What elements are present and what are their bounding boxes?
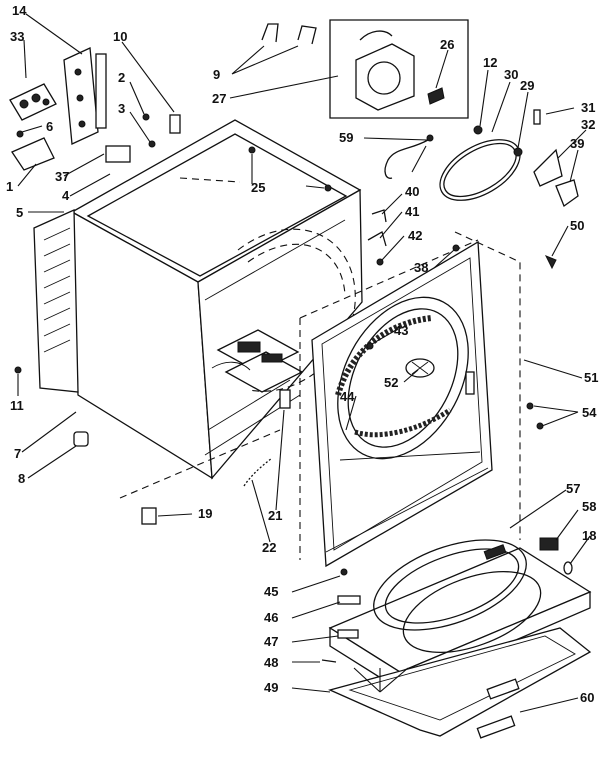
callout-27: 27: [212, 91, 226, 106]
callout-19: 19: [198, 506, 212, 521]
callout-47: 47: [264, 634, 278, 649]
callout-57: 57: [566, 481, 580, 496]
callout-labels: 14 33 10 9 27 26 12 30 29 31 32 39 2 3 6…: [6, 3, 598, 705]
callout-33: 33: [10, 29, 24, 44]
leader-lines: [17, 13, 591, 713]
callout-43: 43: [394, 323, 408, 338]
cabinet-body: [70, 119, 363, 480]
hardware-parts: [9, 47, 573, 663]
callout-26: 26: [440, 37, 454, 52]
callout-11: 11: [10, 398, 24, 413]
callout-1: 1: [6, 179, 13, 194]
callout-49: 49: [264, 680, 278, 695]
callout-38: 38: [414, 260, 428, 275]
callout-40: 40: [405, 184, 419, 199]
callout-31: 31: [581, 100, 595, 115]
callout-2-top: 2: [118, 70, 125, 85]
callout-9: 9: [213, 67, 220, 82]
heater-assembly: [211, 329, 304, 393]
callout-5: 5: [16, 205, 23, 220]
callout-21: 21: [268, 508, 282, 523]
callout-54: 54: [582, 405, 597, 420]
callout-48: 48: [264, 655, 278, 670]
callout-60: 60: [580, 690, 594, 705]
callout-32: 32: [581, 117, 595, 132]
motor-assembly: [261, 19, 469, 119]
callout-22: 22: [262, 540, 276, 555]
front-panel: [311, 240, 493, 568]
callout-4: 4: [62, 188, 70, 203]
callout-44: 44: [340, 389, 355, 404]
left-side-panel: [33, 209, 79, 393]
callout-39: 39: [570, 136, 584, 151]
callout-18: 18: [582, 528, 596, 543]
callout-41: 41: [405, 204, 419, 219]
callout-46: 46: [264, 610, 278, 625]
callout-58: 58: [582, 499, 596, 514]
callout-14: 14: [12, 3, 27, 18]
callout-52: 52: [384, 375, 398, 390]
callout-51: 51: [584, 370, 598, 385]
callout-59: 59: [339, 130, 353, 145]
callout-12: 12: [483, 55, 497, 70]
callout-7: 7: [14, 446, 21, 461]
callout-30: 30: [504, 67, 518, 82]
callout-6: 6: [46, 119, 53, 134]
callout-45: 45: [264, 584, 278, 599]
callout-29: 29: [520, 78, 534, 93]
wire-harness: [384, 134, 434, 179]
callout-3: 3: [118, 101, 125, 116]
callout-42: 42: [408, 228, 422, 243]
leader-dashes: [119, 177, 521, 560]
callout-10: 10: [113, 29, 127, 44]
callout-8: 8: [18, 471, 25, 486]
drum-opening: [237, 228, 356, 392]
callout-50: 50: [570, 218, 584, 233]
callout-37: 37: [55, 169, 69, 184]
idler-parts: [533, 109, 579, 208]
drive-belt: [439, 125, 523, 201]
callout-25: 25: [251, 180, 265, 195]
door-assembly: [328, 539, 592, 739]
